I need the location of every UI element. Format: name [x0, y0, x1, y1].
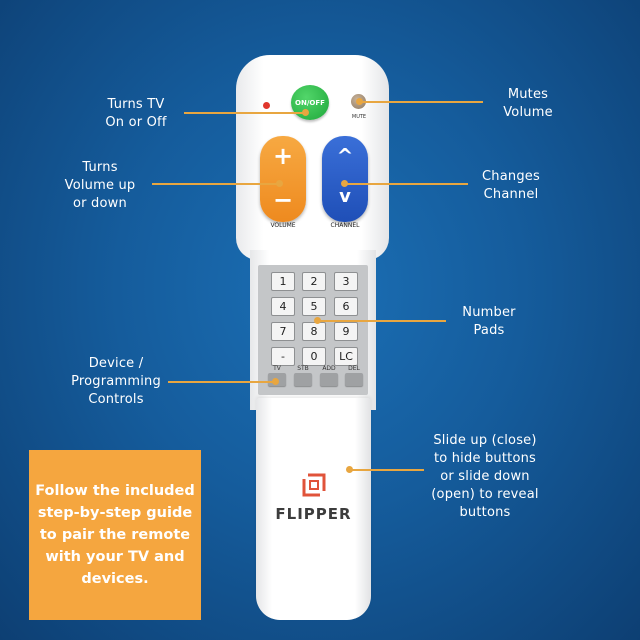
- power-callout-label: Turns TV On or Off: [105, 97, 167, 130]
- flipper-logo-icon: [302, 473, 326, 497]
- slide-callout-dot: [346, 466, 353, 473]
- volume-callout-dot: [276, 180, 283, 187]
- power-button[interactable]: ON/OFF: [291, 85, 329, 120]
- channel-callout-label: Changes Channel: [482, 169, 540, 202]
- volume-callout-label: Turns Volume up or down: [64, 160, 136, 211]
- keypad-key[interactable]: 2: [302, 272, 326, 291]
- mute-caption: MUTE: [351, 114, 367, 120]
- device-callout-line: [168, 381, 276, 383]
- number-callout-line: [318, 320, 446, 322]
- function-key-caption: STB: [297, 365, 309, 372]
- keypad-key[interactable]: 7: [271, 322, 295, 341]
- keypad-key[interactable]: -: [271, 347, 295, 366]
- function-key-caption: ADD: [322, 365, 336, 372]
- volume-callout-line: [152, 183, 280, 185]
- power-callout-line: [184, 112, 306, 114]
- channel-up-button[interactable]: ^: [336, 144, 354, 168]
- keypad-key[interactable]: 3: [334, 272, 358, 291]
- keypad-key[interactable]: 6: [334, 297, 358, 316]
- function-key[interactable]: [294, 373, 312, 386]
- keypad-key[interactable]: 0: [302, 347, 326, 366]
- keypad-key[interactable]: 5: [302, 297, 326, 316]
- device-callout-label: Device / Programming Controls: [71, 356, 161, 407]
- number-callout-dot: [314, 317, 321, 324]
- channel-down-button[interactable]: v: [339, 186, 351, 207]
- brand-name: FLIPPER: [275, 505, 352, 523]
- keypad-key[interactable]: 9: [334, 322, 358, 341]
- promo-text: Follow the included step-by-step guide t…: [35, 483, 195, 587]
- volume-up-button[interactable]: +: [272, 142, 294, 170]
- power-led-icon: [263, 102, 270, 109]
- function-key-caption: TV: [273, 365, 281, 372]
- keypad-key[interactable]: 8: [302, 322, 326, 341]
- mute-callout-label: Mutes Volume: [503, 87, 553, 120]
- function-key-caption: DEL: [348, 365, 360, 372]
- channel-caption: CHANNEL: [330, 222, 360, 229]
- volume-caption: VOLUME: [270, 222, 296, 229]
- power-callout-dot: [302, 109, 309, 116]
- keypad-key[interactable]: 4: [271, 297, 295, 316]
- function-key[interactable]: [345, 373, 363, 386]
- slide-callout-label: Slide up (close) to hide buttons or slid…: [431, 433, 539, 520]
- mute-callout-dot: [356, 98, 363, 105]
- remote-slide-cover[interactable]: [256, 398, 371, 620]
- promo-box: Follow the included step-by-step guide t…: [29, 450, 201, 620]
- mute-callout-line: [360, 101, 483, 103]
- keypad-key[interactable]: 1: [271, 272, 295, 291]
- volume-rocker[interactable]: + −: [260, 136, 306, 222]
- number-callout-label: Number Pads: [462, 305, 516, 338]
- keypad-key[interactable]: LC: [334, 347, 358, 366]
- slide-callout-line: [350, 469, 424, 471]
- channel-rocker[interactable]: ^ v: [322, 136, 368, 222]
- channel-callout-line: [345, 183, 468, 185]
- volume-down-button[interactable]: −: [272, 186, 294, 214]
- function-key[interactable]: [320, 373, 338, 386]
- device-callout-dot: [272, 378, 279, 385]
- channel-callout-dot: [341, 180, 348, 187]
